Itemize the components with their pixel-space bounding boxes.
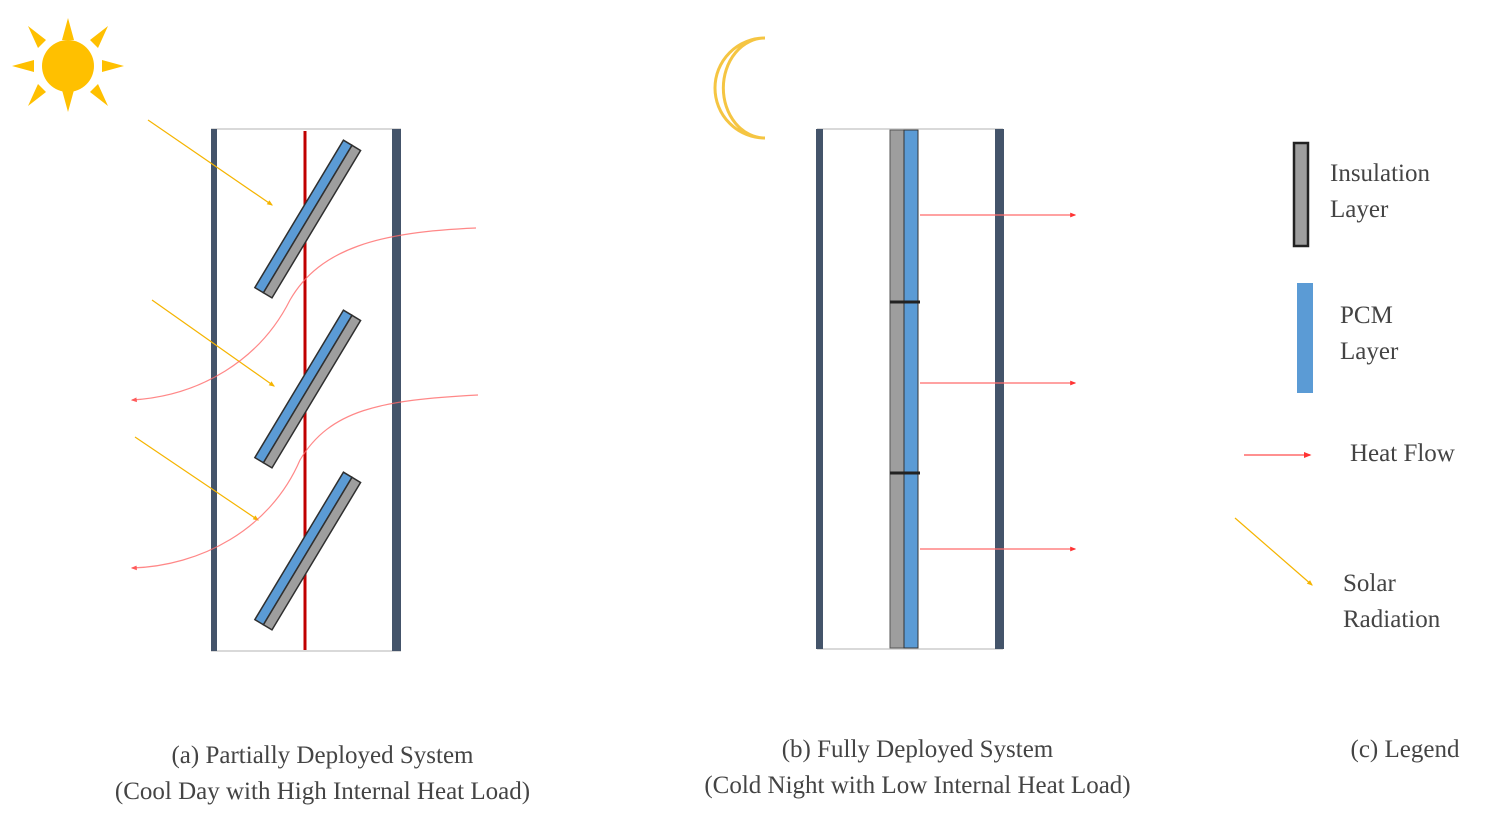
solar-arrow xyxy=(134,436,259,521)
panel-b-left-wall xyxy=(816,129,823,649)
louver xyxy=(253,471,362,631)
sun-icon xyxy=(12,18,124,112)
louver xyxy=(253,309,362,469)
panel-a-caption: (a) Partially Deployed System (Cool Day … xyxy=(60,738,585,810)
legend-solar-line1: Solar xyxy=(1343,570,1396,597)
louver xyxy=(253,139,362,299)
heat-flow-arrow xyxy=(130,227,477,403)
panel-b-caption-line1: (b) Fully Deployed System xyxy=(781,736,1054,763)
panel-b-right-wall xyxy=(995,129,1004,649)
legend-heat-flow-label: Heat Flow xyxy=(1350,436,1455,472)
legend-pcm-line1: PCM xyxy=(1340,302,1393,329)
heat-flow-arrow xyxy=(130,394,479,571)
legend-insulation-line2: Layer xyxy=(1330,196,1389,223)
legend-heat-flow-text: Heat Flow xyxy=(1350,440,1455,467)
panel-c-caption-text: (c) Legend xyxy=(1350,736,1460,763)
panel-b-wall-assembly xyxy=(816,128,1077,650)
panel-a-left-wall xyxy=(211,129,217,651)
legend-pcm-label: PCM Layer xyxy=(1340,298,1398,370)
legend-solar-arrow xyxy=(1234,517,1313,586)
legend-insulation-line1: Insulation xyxy=(1330,160,1430,187)
panel-a-wall-assembly xyxy=(130,119,479,652)
panel-b-insulation-layer xyxy=(889,129,905,649)
legend-solar-line2: Radiation xyxy=(1343,606,1441,633)
solar-arrow xyxy=(151,299,275,387)
legend-insulation-swatch xyxy=(1292,141,1310,248)
panel-b-pcm-layer xyxy=(903,129,919,649)
panel-a-right-wall xyxy=(392,129,401,651)
panel-b-caption: (b) Fully Deployed System (Cold Night wi… xyxy=(650,732,1185,804)
legend-pcm-line2: Layer xyxy=(1340,338,1399,365)
solar-arrow xyxy=(147,119,273,206)
panel-a-caption-line2: (Cool Day with High Internal Heat Load) xyxy=(114,778,531,805)
panel-b-caption-line2: (Cold Night with Low Internal Heat Load) xyxy=(704,772,1131,799)
moon-icon xyxy=(713,36,766,140)
legend-solar-label: Solar Radiation xyxy=(1343,566,1440,638)
panel-c-caption: (c) Legend xyxy=(1325,732,1485,768)
legend-pcm-swatch xyxy=(1297,283,1313,393)
legend-symbols xyxy=(1234,141,1313,586)
legend-insulation-label: Insulation Layer xyxy=(1330,156,1430,228)
panel-a-caption-line1: (a) Partially Deployed System xyxy=(171,742,474,769)
